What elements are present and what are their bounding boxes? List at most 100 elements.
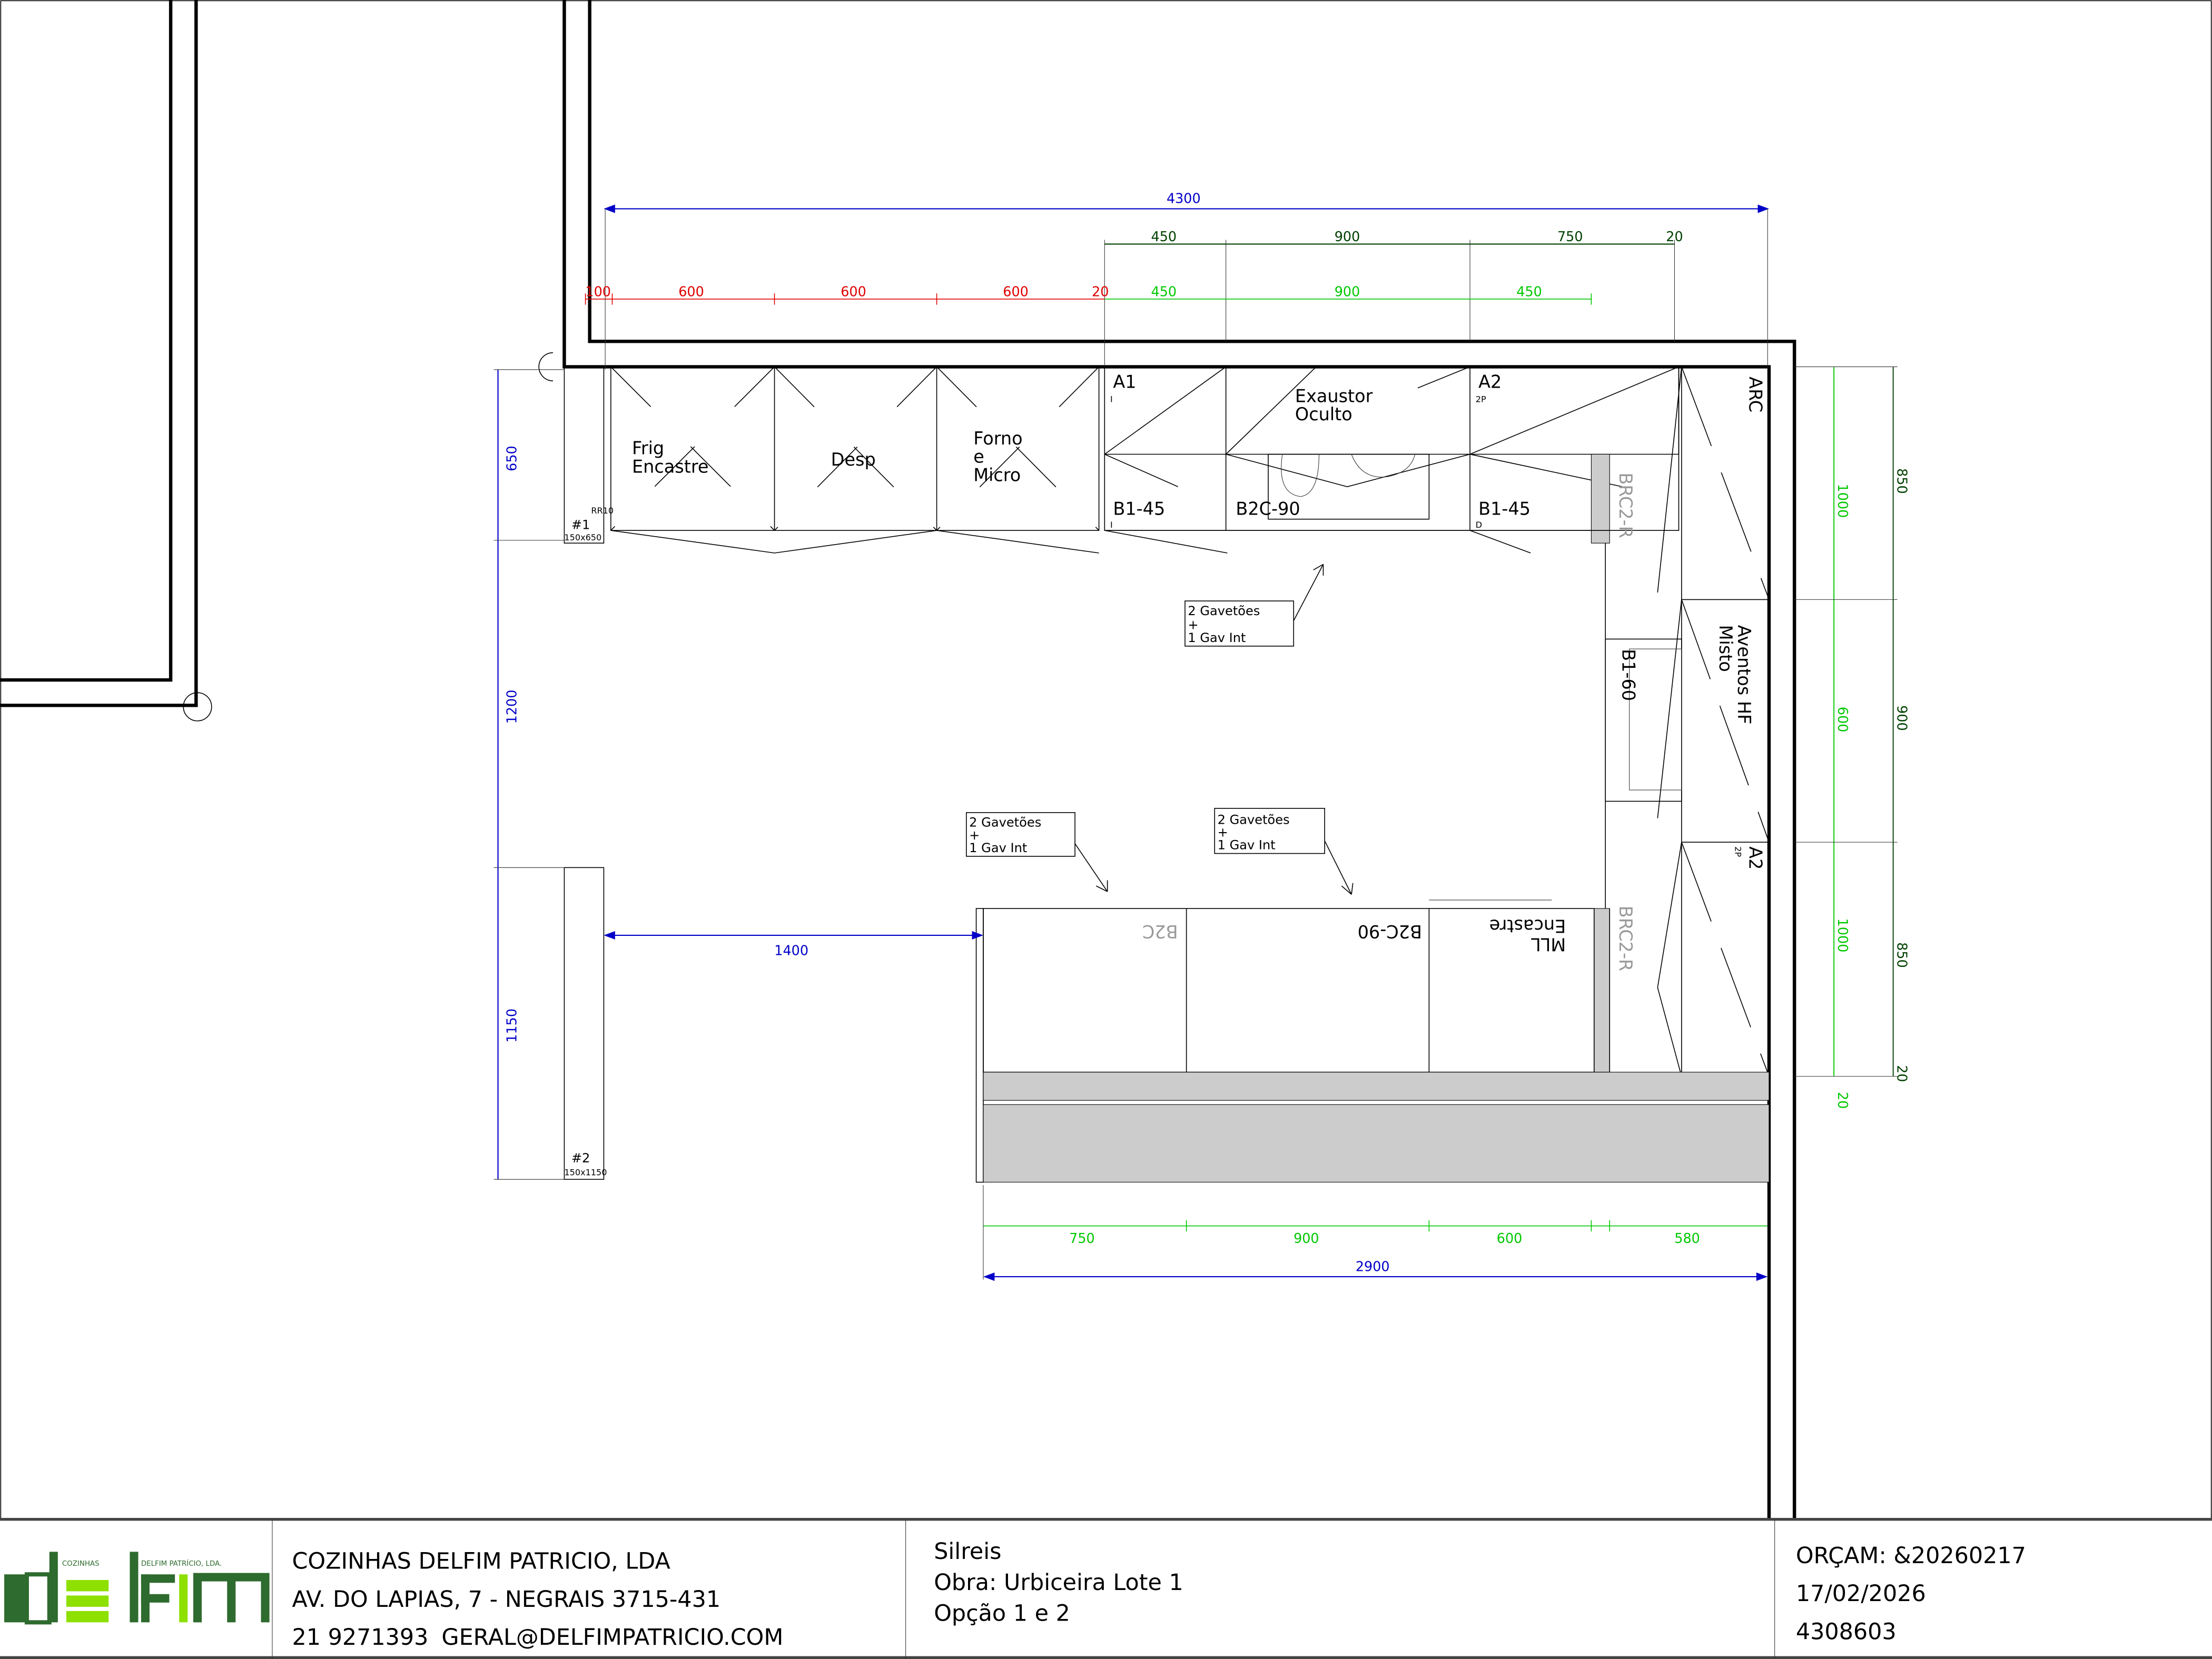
dim-label: 580 [1674,1230,1700,1246]
module-label: Aventos HF [1734,625,1754,725]
module-sublabel: 2P [1476,394,1486,404]
module-label: B1-45 [1113,499,1165,519]
company-logo: COZINHAS DELFIM PATRÍCIO, LDA. [4,1552,270,1625]
wall-and-base-cabinets-top [1104,366,1680,554]
dim-label: 900 [1894,705,1910,731]
adjacent-room-walls [0,0,212,722]
dimension-left: 650 1200 1150 [493,369,565,1180]
bottom-counter-units [975,900,1770,1183]
rr-label: RR10 [591,506,614,516]
company-address: AV. DO LAPIAS, 7 - NEGRAIS 3715-431 [292,1586,720,1613]
module-label: B2C-90 [1358,921,1422,942]
quote-number: ORÇAM: &20260217 [1796,1543,2026,1569]
module-sublabel: 2P [1733,846,1743,857]
module-label: Encastre [1489,915,1566,936]
dim-label: 20 [1666,229,1683,244]
module-label: B1-45 [1478,499,1530,519]
module-label: A2 [1478,372,1502,392]
module-label: B1-60 [1618,649,1638,701]
note-box: 2 Gavetões + 1 Gav Int [1214,808,1354,895]
dim-label: 20 [1092,284,1109,300]
note-text: 1 Gav Int [1218,838,1276,853]
logo-text: DELFIM PATRÍCIO, LDA. [141,1558,222,1568]
dim-label: 2900 [1356,1258,1390,1274]
dim-label: 650 [503,446,519,471]
dim-label: 600 [678,284,704,300]
dim-label: 4300 [1167,191,1201,206]
dim-label: 1150 [503,1009,519,1043]
dimension-total-width: 4300 [604,191,1769,370]
module-label: Oculto [1295,404,1352,424]
dim-label: 900 [1335,229,1360,244]
dim-label: 1000 [1835,484,1851,518]
module-label: A2 [1745,846,1765,870]
note-box: 2 Gavetões + 1 Gav Int [1184,564,1324,647]
dim-label: 750 [1557,229,1583,244]
side-marker: I [1110,520,1113,530]
note-text: 1 Gav Int [969,841,1027,855]
title-block: COZINHAS DELFIM PATRÍCIO, LDA. COZINHAS … [0,1518,2212,1659]
module-label: Forno [973,428,1022,449]
quote-date: 17/02/2026 [1796,1581,1926,1607]
dim-label: 600 [841,284,866,300]
note-box: 2 Gavetões + 1 Gav Int [966,812,1108,892]
dim-label: 600 [1835,707,1851,733]
module-label: A1 [1113,372,1136,392]
dim-label: 1400 [774,942,808,958]
dim-label: 850 [1894,468,1910,494]
note-text: + [1218,825,1228,840]
dim-label: 450 [1516,284,1542,300]
dim-label: 20 [1894,1065,1910,1082]
dimension-bottom: 750 900 600 580 2900 [983,1185,1768,1281]
dim-label: 1000 [1835,919,1851,953]
marker-size: 150x650 [564,532,601,542]
note-text: 2 Gavetões [969,815,1041,830]
dim-label: 900 [1293,1230,1319,1246]
dim-label: 450 [1151,229,1177,244]
module-label: Frig [632,438,664,459]
dimension-upper-cabinets: 450 900 750 20 [1104,229,1683,367]
tall-units [564,366,1100,554]
side-marker: I [1110,394,1113,404]
marker-size: 150x1150 [564,1167,607,1177]
module-label: Encastre [632,456,708,477]
module-label: BRC2-R [1615,472,1636,538]
marker-label: #1 [571,517,590,532]
dim-label: 600 [1497,1230,1523,1246]
module-label: B2C [1142,921,1178,942]
option-label: Opção 1 e 2 [934,1601,1070,1627]
dimension-base-cabinets: 100 600 600 600 20 450 900 450 [585,284,1592,305]
dimension-gap: 1400 [604,931,983,958]
note-text: + [969,828,980,843]
dim-label: 750 [1069,1230,1095,1246]
module-label: BRC2-R [1615,906,1636,972]
marker-label: #2 [571,1151,590,1166]
dim-label: 900 [1335,284,1360,300]
dim-label: 1200 [503,690,519,724]
module-label: ARC [1745,377,1765,412]
dim-label: 850 [1894,942,1910,968]
quote-ref: 4308603 [1796,1619,1897,1645]
module-label: Desp [831,449,876,470]
module-label: B2C-90 [1236,499,1300,519]
client-name: Silreis [934,1538,1001,1565]
dimension-right: 1000 600 1000 20 850 900 850 20 [1794,366,1910,1109]
module-label: e [973,447,984,467]
note-text: 2 Gavetões [1218,812,1290,827]
note-text: 2 Gavetões [1188,604,1260,618]
dim-label: 450 [1151,284,1177,300]
dim-label: 20 [1835,1092,1851,1109]
module-label: Exaustor [1295,386,1373,406]
project-name: Obra: Urbiceira Lote 1 [934,1569,1183,1596]
company-email: GERAL@DELFIMPATRICIO.COM [441,1624,783,1651]
side-marker: D [1476,520,1482,530]
company-name: COZINHAS DELFIM PATRICIO, LDA [292,1548,670,1575]
note-text: + [1188,618,1198,633]
module-label: Misto [1715,625,1736,672]
company-phone: 21 9271393 [292,1624,428,1651]
note-text: 1 Gav Int [1188,630,1246,645]
dim-label: 100 [585,284,611,300]
module-label: Micro [973,465,1021,485]
module-label: MLL [1531,934,1566,954]
